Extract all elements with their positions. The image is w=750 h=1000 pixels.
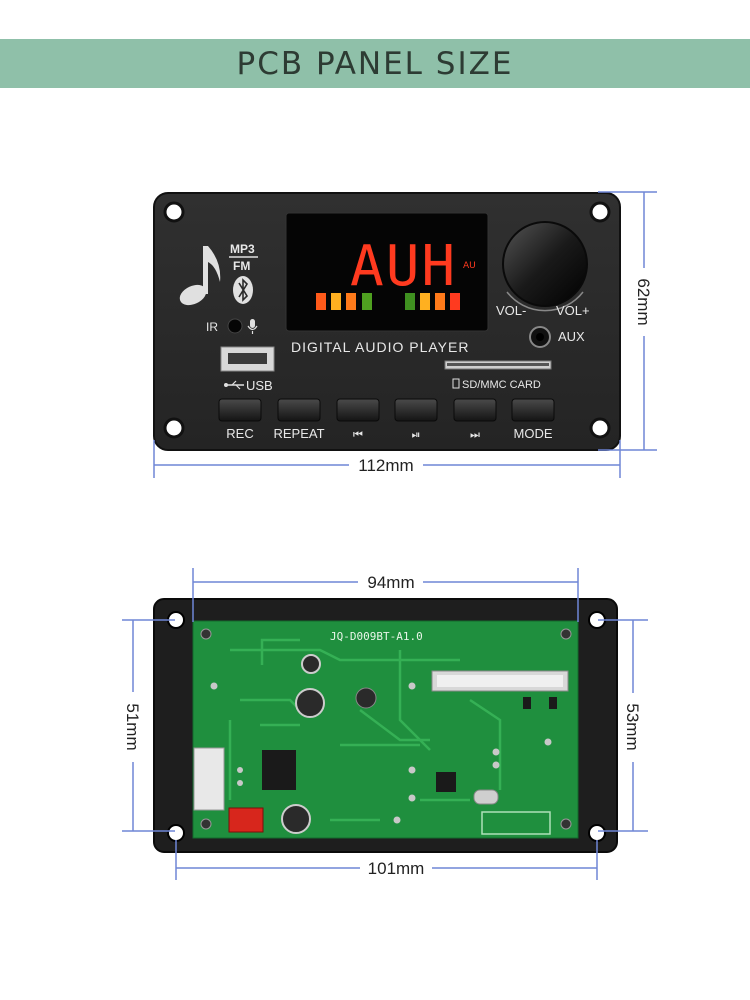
pcb-model-label: JQ-D009BT-A1.0 — [330, 630, 423, 643]
logo-mp3: MP3 — [230, 242, 255, 256]
pcb-height-right-label: 53mm — [623, 703, 642, 750]
usb-icon — [224, 380, 244, 390]
mode-label: MODE — [514, 426, 553, 441]
mode-button[interactable] — [511, 398, 555, 422]
music-note-icon — [179, 246, 221, 306]
pcb-back-view: JQ-D009BT-A1.0 — [153, 598, 618, 853]
header-banner: PCB PANEL SIZE — [0, 39, 750, 88]
spectrum-bars — [316, 293, 460, 310]
sd-card-icon — [452, 378, 460, 389]
pcb-components — [193, 628, 572, 835]
rec-label: REC — [226, 426, 253, 441]
front-dimension-lines — [153, 191, 657, 478]
pcb-height-left-label: 51mm — [123, 703, 142, 750]
volume-knob[interactable] — [502, 221, 588, 307]
panel-title: DIGITAL AUDIO PLAYER — [291, 339, 469, 355]
next-button[interactable] — [453, 398, 497, 422]
front-height-label: 62mm — [634, 278, 653, 325]
repeat-button[interactable] — [277, 398, 321, 422]
vol-plus-label: VOL+ — [556, 303, 590, 318]
previous-button[interactable] — [336, 398, 380, 422]
microphone-icon — [247, 319, 258, 334]
sd-card-label: SD/MMC CARD — [462, 379, 541, 391]
pcb-width-label: 94mm — [367, 573, 414, 592]
next-icon: ⏭ — [470, 429, 480, 441]
rec-button[interactable] — [218, 398, 262, 422]
page-title: PCB PANEL SIZE — [236, 45, 514, 82]
aux-label: AUX — [558, 329, 585, 344]
vol-minus-label: VOL- — [496, 303, 526, 318]
pcb-traces — [228, 638, 502, 822]
mount-hole-icon — [163, 201, 611, 439]
previous-icon: ⏮ — [353, 429, 363, 441]
ir-sensor-icon — [227, 318, 243, 334]
ir-label: IR — [206, 320, 218, 334]
display-text: AUH — [350, 234, 457, 299]
bluetooth-icon — [233, 276, 253, 304]
pcb-dimension-lines — [122, 568, 648, 880]
front-width-label: 112mm — [358, 456, 413, 475]
front-panel: MP3 FM IR AUH AU VOL- — [153, 192, 621, 451]
logo-fm: FM — [233, 259, 250, 273]
usb-label: USB — [246, 378, 273, 393]
play-pause-button[interactable] — [394, 398, 438, 422]
control-buttons — [218, 398, 555, 422]
play-pause-icon: ⏯ — [412, 429, 421, 441]
frame-width-label: 101mm — [368, 859, 425, 878]
display-mode-tag: AU — [463, 261, 476, 271]
repeat-label: REPEAT — [273, 426, 324, 441]
